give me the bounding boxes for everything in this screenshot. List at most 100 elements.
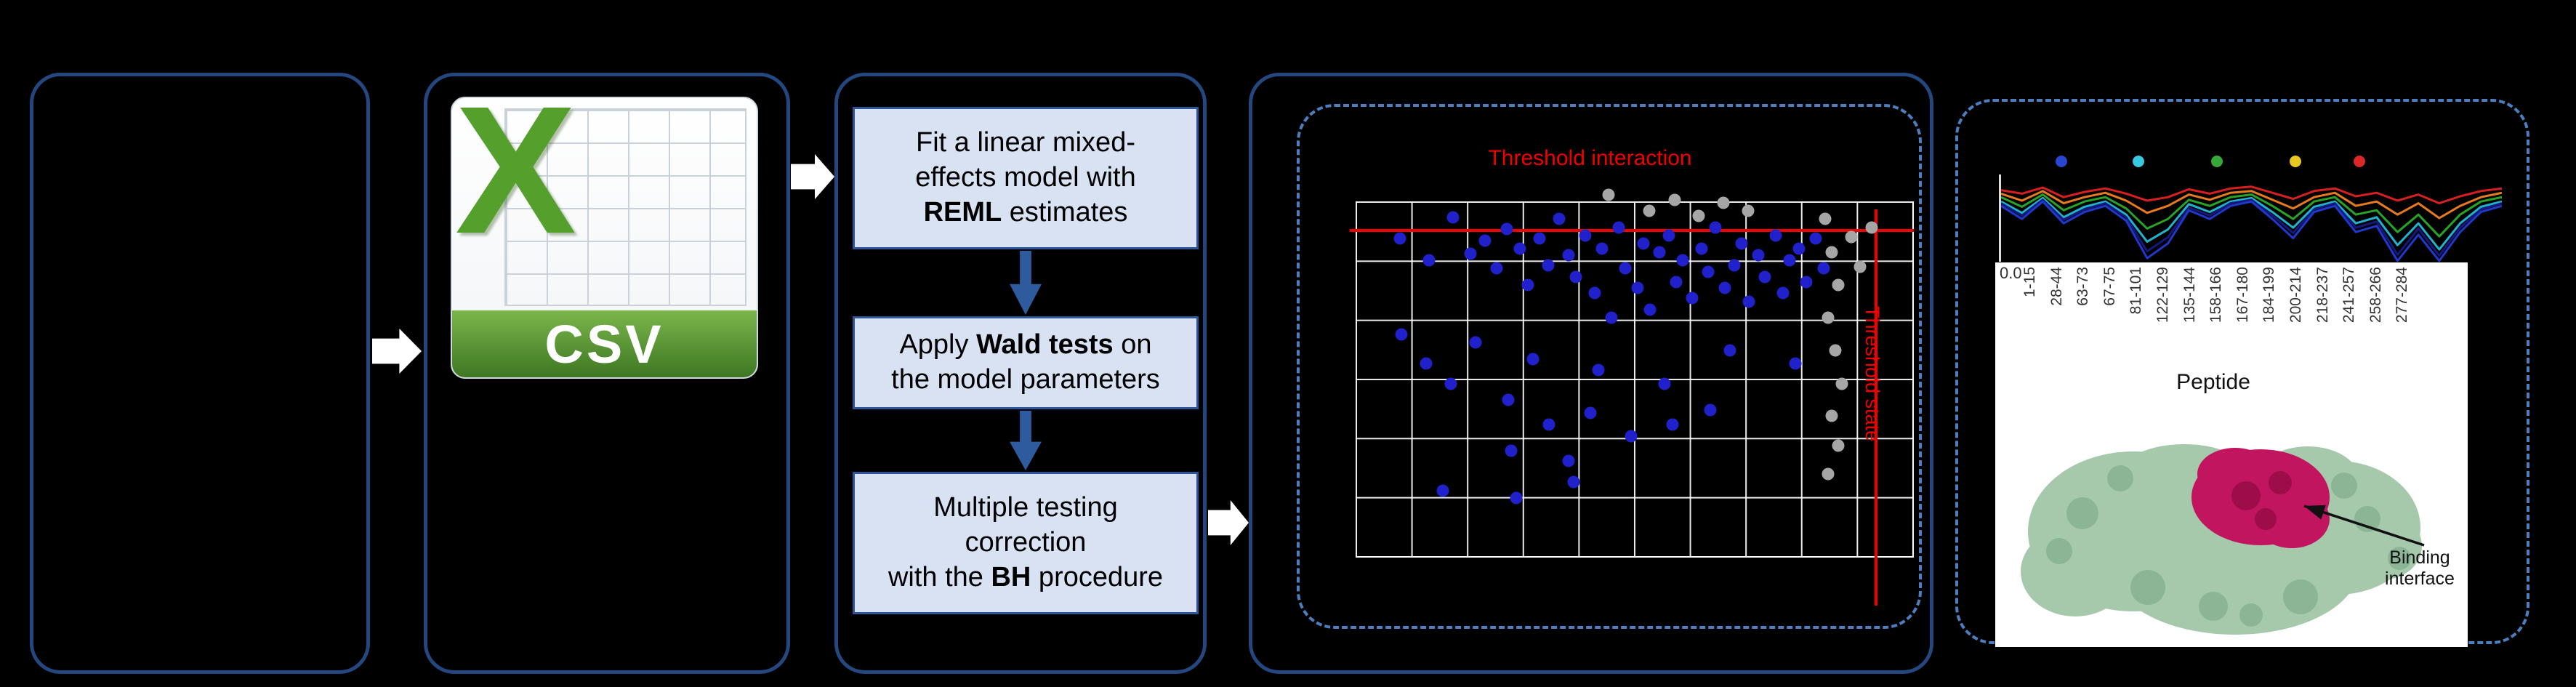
scatter-point-blue (1500, 222, 1513, 236)
scatter-point-blue (1393, 232, 1406, 245)
scatter-point-gray (1742, 204, 1755, 217)
uptake-line (2001, 195, 2502, 237)
scatter-point-blue (1686, 292, 1699, 305)
scatter-point-gray (1853, 260, 1866, 273)
scatter-point-blue (1783, 254, 1796, 267)
flow-arrow-3 (1208, 500, 1249, 545)
scatter-point-blue (1670, 276, 1683, 289)
timepoint-dot (2289, 156, 2301, 167)
excel-x-logo: X (455, 68, 576, 271)
scatter-point-gray (1822, 467, 1835, 481)
input-box (30, 73, 370, 674)
scatter-point-blue (1631, 281, 1644, 294)
csv-banner: CSV (452, 310, 757, 377)
flow-arrow-1 (372, 329, 422, 374)
binding-site-region (2191, 448, 2330, 548)
scatter-point-blue (1521, 278, 1534, 292)
scatter-point-blue (1776, 286, 1790, 300)
scatter-point-blue (1478, 234, 1492, 247)
scatter-point-blue (1579, 229, 1592, 242)
scatter-point-blue (1490, 262, 1503, 275)
scatter-point-blue (1526, 353, 1539, 366)
scatter-point-blue (1695, 242, 1708, 255)
peptide-tick-label: 241-257 (2340, 267, 2358, 324)
scatter-point-blue (1758, 270, 1771, 284)
scatter-point-blue (1800, 276, 1813, 289)
scatter-point-blue (1542, 259, 1555, 272)
scatter-point-blue (1619, 262, 1632, 275)
scatter-point-blue (1533, 232, 1546, 245)
results-box: Threshold interaction Threshold state (1249, 73, 1933, 674)
y-axis-tick: 0.0 (2000, 264, 2022, 282)
peptide-tick-label: 258-266 (2367, 267, 2384, 324)
timepoint-dot (2056, 156, 2068, 167)
csv-file-icon: X CSV (451, 79, 758, 379)
peptide-tick-label: 122-129 (2154, 267, 2171, 324)
peptide-tick-label: 81-101 (2128, 267, 2145, 315)
scatter-point-blue (1792, 242, 1806, 255)
uptake-plot (1996, 145, 2505, 262)
peptide-tick-label: 277-284 (2394, 267, 2411, 324)
scatter-point-blue (1395, 328, 1408, 341)
scatter-point-blue (1553, 212, 1566, 225)
peptide-tick-label: 135-144 (2181, 267, 2198, 324)
peptide-tick-label: 218-237 (2314, 267, 2331, 324)
scatter-point-blue (1595, 242, 1609, 255)
scatter-point-blue (1584, 406, 1597, 419)
binding-label-line1: Binding (2389, 547, 2450, 568)
scatter-point-gray (1602, 188, 1615, 201)
scatter-point-blue (1436, 484, 1449, 497)
scatter-point-blue (1723, 344, 1736, 357)
csv-label: CSV (544, 313, 664, 374)
timepoint-dots (1996, 156, 2505, 169)
timepoint-dot (2210, 156, 2223, 167)
scatter-point-blue (1446, 211, 1460, 224)
scatter-point-blue (1464, 247, 1477, 260)
scatter-point-blue (1569, 270, 1582, 284)
scatter-point-gray (1643, 204, 1656, 217)
scatter-point-blue (1592, 363, 1605, 377)
scatter-point-blue (1752, 249, 1765, 262)
peptide-tick-label: 200-214 (2287, 267, 2304, 324)
scatter-point-blue (1502, 393, 1515, 406)
scatter-point-blue (1704, 403, 1717, 417)
scatter-point-blue (1662, 229, 1675, 242)
step-down-arrow-2 (1010, 411, 1042, 470)
scatter-point-blue (1789, 357, 1802, 370)
scatter-point-gray (1845, 230, 1858, 244)
scatter-point-blue (1666, 418, 1679, 431)
csv-box: X CSV (424, 73, 790, 674)
scatter-point-gray (1825, 409, 1838, 422)
peptide-axis-title: Peptide (2176, 370, 2250, 394)
scatter-point-blue (1469, 336, 1482, 349)
peptide-tick-label: 184-199 (2261, 267, 2278, 324)
scatter-point-blue (1422, 254, 1436, 267)
results-dashed-frame (1297, 104, 1922, 629)
scatter-point-gray (1692, 209, 1705, 222)
scatter-point-blue (1702, 265, 1715, 278)
scatter-point-blue (1588, 286, 1601, 300)
scatter-point-blue (1809, 232, 1822, 245)
uptake-line (2001, 201, 2502, 261)
scatter-point-blue (1769, 229, 1782, 242)
scatter-point-blue (1718, 281, 1731, 294)
scatter-point-gray (1668, 193, 1681, 206)
threshold-state-line (1875, 209, 1877, 606)
scatter-point-gray (1832, 278, 1845, 292)
protein-structure (2021, 444, 2425, 635)
scatter-point-blue (1653, 246, 1666, 259)
scatter-point-gray (1825, 246, 1838, 259)
scatter-point-blue (1817, 262, 1830, 275)
peptide-tick-label: 167-180 (2234, 267, 2251, 324)
scatter-point-blue (1735, 237, 1748, 250)
binding-label-line2: interface (2385, 568, 2455, 589)
